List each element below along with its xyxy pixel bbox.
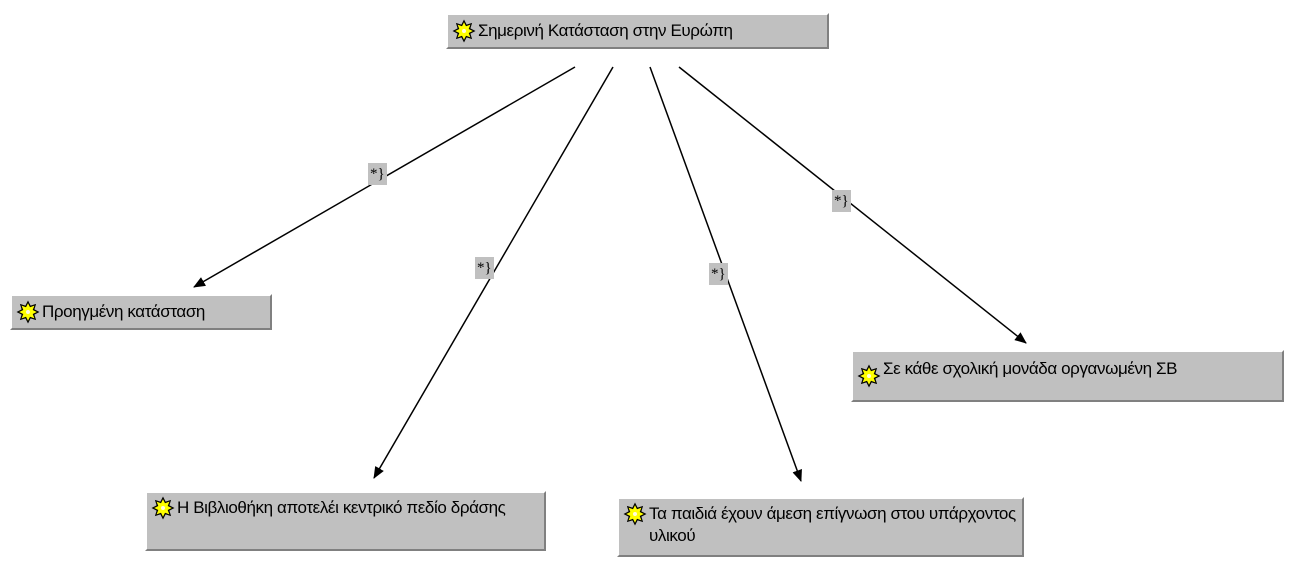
star-badge-icon [452, 19, 476, 43]
node-root-label: Σημερινή Κατάσταση στην Ευρώπη [478, 21, 733, 40]
edge-label-root-to-children: *} [709, 263, 728, 285]
star-badge-icon [623, 502, 647, 526]
node-library-label: Η Βιβλιοθήκη αποτελέι κεντρικό πεδίο δρά… [177, 498, 506, 517]
node-every-school-label: Σε κάθε σχολική μονάδα οργανωμένη ΣΒ [883, 359, 1178, 378]
edge-label-root-to-library: *} [475, 257, 494, 279]
node-children-label: Τα παιδιά έχουν άμεση επίγνωση στου υπάρ… [649, 504, 1016, 545]
edge-label-root-to-advanced: *} [368, 163, 387, 185]
node-advanced-label: Προηγμένη κατάσταση [42, 302, 205, 321]
edge-root-to-every-school [678, 66, 1027, 344]
star-badge-icon [16, 300, 40, 324]
star-badge-icon [151, 496, 175, 520]
node-root[interactable]: Σημερινή Κατάσταση στην Ευρώπη [446, 13, 829, 49]
node-children[interactable]: Τα παιδιά έχουν άμεση επίγνωση στου υπάρ… [617, 497, 1024, 557]
node-advanced[interactable]: Προηγμένη κατάσταση [10, 294, 272, 330]
node-every-school[interactable]: Σε κάθε σχολική μονάδα οργανωμένη ΣΒ [851, 350, 1284, 402]
node-library[interactable]: Η Βιβλιοθήκη αποτελέι κεντρικό πεδίο δρά… [145, 491, 546, 551]
edge-label-root-to-every-school: *} [832, 190, 851, 212]
star-badge-icon [857, 364, 881, 388]
